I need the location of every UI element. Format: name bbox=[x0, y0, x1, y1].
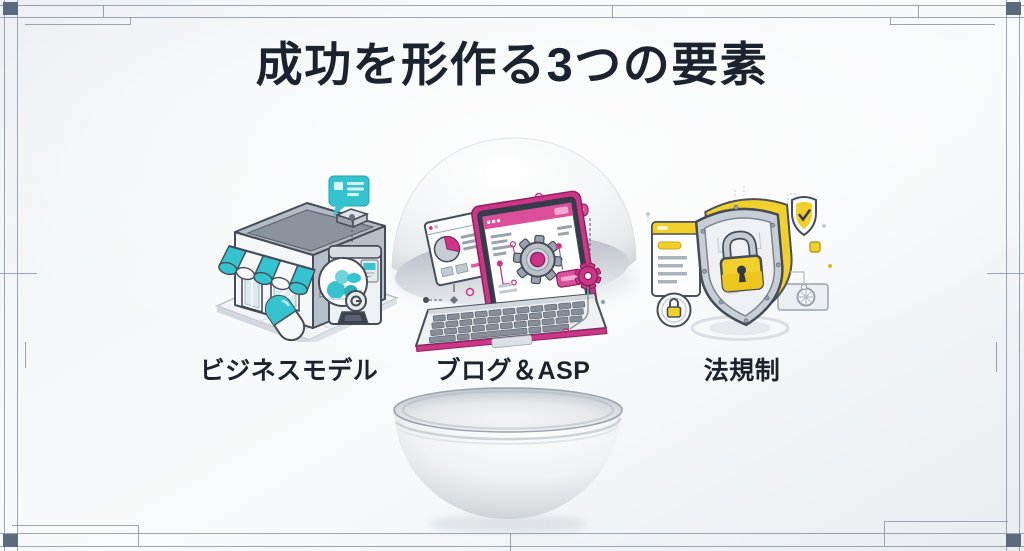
frame-line bbox=[510, 533, 511, 551]
frame-line bbox=[1006, 0, 1007, 551]
frame-line bbox=[130, 17, 131, 25]
frame-corner-top-right bbox=[1006, 2, 1021, 15]
frame-line bbox=[1019, 0, 1020, 551]
frame-line bbox=[12, 525, 138, 526]
frame-line bbox=[138, 525, 139, 546]
frame-line bbox=[25, 24, 130, 25]
frame-line bbox=[103, 5, 104, 17]
frame-corner-bottom-right bbox=[1006, 534, 1021, 547]
frame-line bbox=[17, 0, 18, 551]
item-label-business-model: ビジネスモデル bbox=[199, 357, 379, 385]
storefront-gacha-icon bbox=[215, 175, 399, 342]
frame-line bbox=[0, 17, 1024, 18]
frame-corner-bottom-left bbox=[3, 534, 18, 547]
frame-line bbox=[4, 0, 5, 551]
frame-line bbox=[25, 342, 26, 368]
frame-line bbox=[918, 5, 919, 17]
frame-line bbox=[884, 521, 885, 546]
frame-line bbox=[996, 342, 997, 372]
frame-corner-top-left bbox=[3, 2, 18, 15]
item-label-blog-asp: ブログ＆ASP bbox=[435, 357, 591, 385]
frame-line bbox=[987, 273, 1024, 274]
item-label-legal: 法規制 bbox=[703, 357, 781, 385]
laptop-gear-icon bbox=[415, 190, 608, 352]
frame-line bbox=[884, 521, 1008, 522]
page-title: 成功を形作る3つの要素 bbox=[255, 38, 769, 91]
capsule-bottom-hemisphere bbox=[393, 387, 623, 533]
frame-line bbox=[0, 546, 1024, 547]
shield-lock-icon bbox=[646, 186, 832, 341]
frame-line bbox=[0, 273, 37, 274]
frame-line bbox=[0, 5, 1024, 6]
frame-line bbox=[0, 533, 1024, 534]
frame-line bbox=[612, 5, 613, 17]
frame-line bbox=[890, 17, 891, 25]
frame-line bbox=[890, 24, 995, 25]
